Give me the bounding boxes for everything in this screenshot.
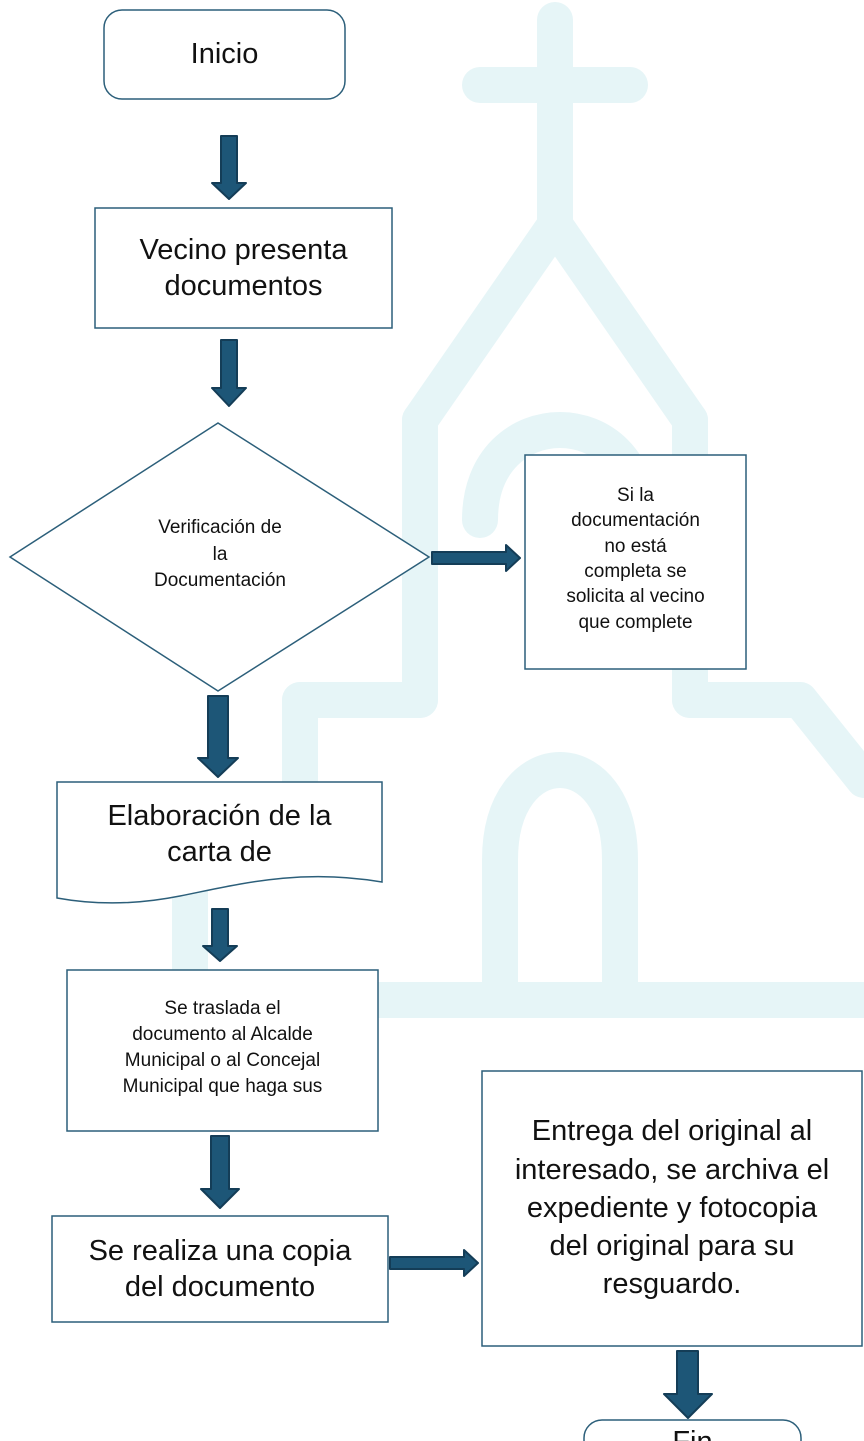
vecino-shape: [94, 207, 393, 329]
verificacion-diamond: [8, 422, 431, 692]
arrow-right-icon: [431, 544, 521, 572]
inicio-label: Inicio: [104, 10, 345, 99]
entrega-line: del original para su: [549, 1230, 795, 1263]
vecino-line: Vecino presenta: [139, 233, 348, 266]
arrow-down-icon: [197, 695, 239, 778]
verificacion-label: Verificación de la Documentación: [100, 505, 340, 605]
elaboracion-line: Elaboración de la: [107, 799, 332, 832]
entrega-line: Entrega del original al: [531, 1115, 813, 1148]
inicio-shape: [103, 9, 346, 100]
entrega-line: resguardo.: [602, 1268, 742, 1301]
arrow-right-icon: [389, 1249, 479, 1277]
incompleta-line: completa se: [584, 561, 687, 582]
arrow-down-icon: [663, 1350, 713, 1419]
incompleta-shape: [524, 454, 747, 670]
vecino-label: Vecino presenta documentos: [95, 208, 392, 328]
copia-label: Se realiza una copia del documento: [52, 1216, 388, 1322]
incompleta-line: que complete: [578, 611, 693, 633]
inicio-text: Inicio: [190, 38, 259, 71]
entrega-label: Entrega del original al interesado, se a…: [482, 1074, 862, 1342]
incompleta-line: solicita al vecino: [566, 586, 705, 608]
elaboracion-document-shape: [56, 781, 383, 904]
elaboracion-label: Elaboración de la carta de: [57, 786, 382, 882]
entrega-line: expediente y fotocopia: [526, 1191, 818, 1224]
arrow-down-icon: [211, 135, 247, 200]
incompleta-line: documentación: [571, 510, 700, 532]
traslado-label: Se traslada el documento al Alcalde Muni…: [67, 978, 378, 1118]
incompleta-line: no está: [604, 535, 667, 557]
copia-line: del documento: [124, 1271, 316, 1303]
verificacion-line: Documentación: [153, 570, 287, 592]
incompleta-line: Si la: [617, 485, 654, 507]
verificacion-line: la: [212, 543, 228, 565]
verificacion-line: Verificación de: [158, 517, 282, 539]
traslado-line: Se traslada el: [164, 997, 281, 1019]
vecino-line: documentos: [164, 270, 323, 302]
incompleta-label: Si la documentación no está completa se …: [525, 463, 746, 655]
copia-shape: [51, 1215, 389, 1323]
elaboracion-line: carta de: [167, 836, 272, 868]
traslado-shape: [66, 969, 379, 1132]
traslado-line: Municipal que haga sus: [122, 1076, 323, 1098]
copia-line: Se realiza una copia: [88, 1234, 352, 1267]
arrow-down-icon: [202, 908, 238, 962]
fin-shape: [583, 1419, 802, 1441]
traslado-line: documento al Alcalde: [132, 1023, 313, 1045]
traslado-line: Municipal o al Concejal: [124, 1050, 321, 1071]
arrow-down-icon: [211, 339, 247, 407]
arrow-down-icon: [200, 1135, 240, 1209]
entrega-line: interesado, se archiva el: [514, 1153, 830, 1186]
fin-text: Fin: [672, 1424, 712, 1441]
entrega-shape: [481, 1070, 863, 1347]
